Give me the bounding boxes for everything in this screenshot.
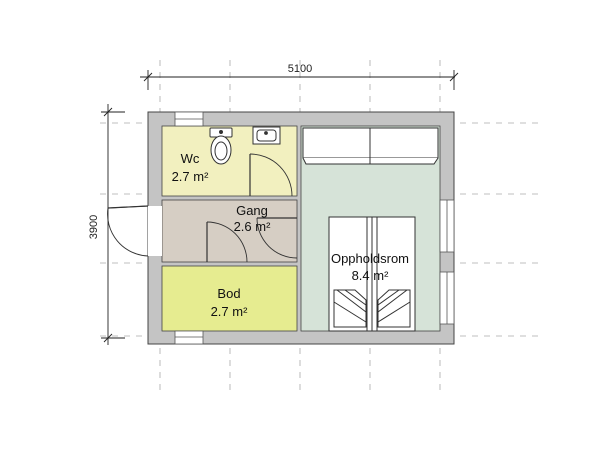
sink-icon [252, 126, 281, 145]
window-right-lower [439, 271, 455, 325]
gang-door-left [206, 221, 248, 263]
bed-icon [302, 127, 439, 165]
room-name-wc: Wc [181, 151, 200, 166]
window-top-left [174, 111, 204, 127]
entrance-door [107, 205, 162, 257]
window-right-upper [439, 199, 455, 253]
room-bod [161, 265, 298, 332]
dimension-width-label: 5100 [288, 63, 312, 75]
dimension-height-label: 3900 [88, 215, 100, 239]
room-area-bod: 2.7 m² [211, 304, 249, 319]
dimension-height [101, 104, 125, 345]
room-area-oppholdsrom: 8.4 m² [352, 268, 390, 283]
gang-door-right [256, 217, 298, 259]
table-icon [328, 216, 416, 332]
room-area-gang: 2.6 m² [234, 219, 272, 234]
room-name-gang: Gang [236, 203, 268, 218]
dimension-width [140, 70, 459, 90]
wc-door [249, 153, 293, 197]
toilet-icon [209, 127, 233, 165]
room-name-oppholdsrom: Oppholdsrom [331, 251, 409, 266]
room-area-wc: 2.7 m² [172, 169, 210, 184]
window-bottom-left [174, 330, 204, 345]
room-name-bod: Bod [217, 286, 240, 301]
